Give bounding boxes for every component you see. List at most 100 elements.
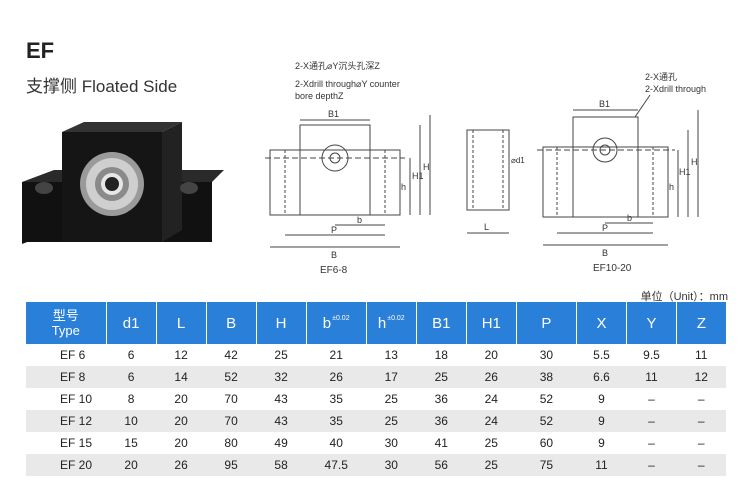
header-b1: B1: [416, 302, 467, 344]
table-cell: 9: [576, 432, 627, 454]
header-tolerance: ±0.02: [387, 314, 405, 322]
header-z: Z: [676, 302, 726, 344]
header-label: d1: [122, 314, 140, 332]
table-cell: 20: [156, 388, 207, 410]
table-cell: 25: [466, 454, 517, 476]
type-cell: EF 10: [26, 388, 107, 410]
table-cell: 56: [416, 454, 467, 476]
table-cell: 12: [676, 366, 726, 388]
table-cell: 24: [466, 388, 517, 410]
table-cell: 35: [306, 410, 367, 432]
table-cell: 36: [416, 410, 467, 432]
table-cell: 25: [466, 432, 517, 454]
table-cell: 8: [106, 388, 157, 410]
table-cell: 9.5: [626, 344, 677, 366]
header-label: b: [322, 314, 332, 332]
table-cell: 30: [366, 432, 417, 454]
table-cell: 60: [516, 432, 577, 454]
header-l: L: [156, 302, 207, 344]
type-cell: EF 8: [26, 366, 107, 388]
type-cell: EF 15: [26, 432, 107, 454]
table-cell: 15: [106, 432, 157, 454]
unit-note: 单位（Unit）：mm: [640, 291, 728, 303]
dim-b-right: B: [602, 248, 608, 258]
dim-b1-left: B1: [328, 109, 339, 119]
table-cell: –: [676, 454, 726, 476]
header-tolerance: ±0.02: [332, 314, 350, 322]
dim-b-left: B: [331, 250, 337, 260]
header-label: L: [176, 314, 186, 332]
table-cell: –: [626, 388, 677, 410]
table-cell: 52: [206, 366, 257, 388]
header-label: B1: [432, 314, 451, 332]
header-label: H1: [481, 314, 501, 332]
table-cell: 26: [466, 366, 517, 388]
table-cell: –: [626, 454, 677, 476]
dim-l: L: [484, 222, 489, 232]
dim-bigh-right: H: [691, 157, 698, 167]
table-cell: 70: [206, 388, 257, 410]
product-subtitle: 支撑侧 Floated Side: [26, 77, 178, 96]
table-cell: –: [676, 410, 726, 432]
dim-h-left: h: [401, 182, 406, 192]
dim-p-left: P: [331, 225, 337, 235]
table-cell: 25: [366, 388, 417, 410]
drawing-note2-en: 2-Xdrill through: [645, 84, 706, 94]
drawing-note-en-1: 2-Xdrill through⌀Y counter: [295, 79, 400, 89]
dim-small-b-right: b: [627, 213, 632, 223]
type-cell: EF 6: [26, 344, 107, 366]
table-cell: 41: [416, 432, 467, 454]
dim-d1: ⌀d1: [511, 156, 525, 165]
dim-h1-left: H1: [412, 171, 424, 181]
header-type-cn: 型号: [52, 308, 79, 323]
drawing-note-cn: 2-X通孔⌀Y沉头孔深Z: [295, 61, 380, 71]
table-cell: 52: [516, 388, 577, 410]
header-type-en: Type: [51, 323, 80, 338]
dim-h-right: h: [669, 182, 674, 192]
table-cell: 9: [576, 388, 627, 410]
table-cell: 35: [306, 388, 367, 410]
table-cell: 75: [516, 454, 577, 476]
header-label: Y: [646, 314, 657, 332]
header-label: X: [596, 314, 607, 332]
table-cell: 38: [516, 366, 577, 388]
table-cell: 30: [366, 454, 417, 476]
header-p: P: [516, 302, 578, 344]
table-cell: 9: [576, 410, 627, 432]
label-ef10-20: EF10-20: [593, 263, 632, 274]
dim-small-b-left: b: [357, 215, 362, 225]
table-cell: 18: [416, 344, 467, 366]
header-label: P: [541, 314, 552, 332]
table-cell: 5.5: [576, 344, 627, 366]
header-d1: d1: [106, 302, 157, 344]
table-cell: 11: [676, 344, 726, 366]
type-cell: EF 12: [26, 410, 107, 432]
table-cell: 26: [306, 366, 367, 388]
table-cell: 30: [516, 344, 577, 366]
header-label: Z: [696, 314, 707, 332]
header-label: B: [226, 314, 237, 332]
table-cell: 26: [156, 454, 207, 476]
label-ef6-8: EF6-8: [320, 265, 348, 276]
table-cell: 21: [306, 344, 367, 366]
dim-bigh-left: H: [423, 162, 430, 172]
table-cell: 25: [366, 410, 417, 432]
table-cell: 58: [256, 454, 307, 476]
table-cell: 95: [206, 454, 257, 476]
type-cell: EF 20: [26, 454, 107, 476]
table-cell: 36: [416, 388, 467, 410]
product-photo: [22, 122, 224, 244]
table-cell: 25: [416, 366, 467, 388]
table-cell: –: [676, 388, 726, 410]
product-title: EF: [26, 38, 55, 63]
drawing-note2-cn: 2-X通孔: [645, 72, 677, 82]
table-cell: 24: [466, 410, 517, 432]
